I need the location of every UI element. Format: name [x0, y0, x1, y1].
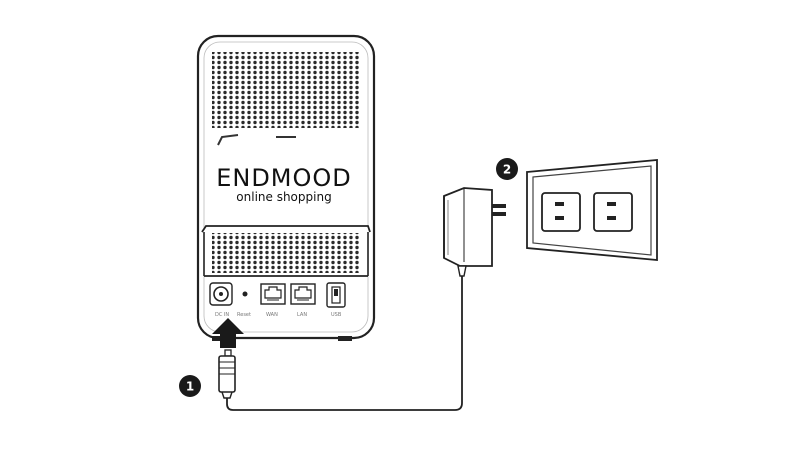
- lan-port: [290, 283, 316, 305]
- power-adapter-icon: [443, 187, 506, 277]
- wan-port: [260, 283, 286, 305]
- outlet-socket: [541, 192, 581, 232]
- bottom-vent: [212, 233, 359, 273]
- dc-plug-icon: [218, 349, 236, 399]
- step-1-badge: 1: [179, 375, 201, 397]
- port-label-reset: Reset: [237, 312, 251, 318]
- reset-button: [242, 291, 248, 297]
- svg-text:1: 1: [186, 380, 194, 394]
- outlet-socket: [593, 192, 633, 232]
- port-label-usb: USB: [331, 312, 342, 318]
- insert-arrow-icon: [212, 318, 244, 348]
- svg-text:2: 2: [503, 163, 511, 177]
- back-panel-edge: [201, 225, 371, 233]
- brand-tagline: online shopping: [236, 190, 331, 204]
- step-2-badge: 2: [496, 158, 518, 180]
- dc-in-port: [209, 282, 233, 306]
- brand-name: ENDMOOD: [216, 164, 352, 192]
- wall-outlet-icon: [526, 159, 658, 261]
- router-icon: DC IN Reset WAN LAN USB ENDMOOD online s…: [196, 34, 376, 341]
- power-cable: [226, 272, 463, 411]
- port-label-wan: WAN: [266, 312, 278, 318]
- port-label-lan: LAN: [297, 312, 307, 318]
- usb-port: [326, 282, 346, 308]
- port-label-dc-in: DC IN: [215, 312, 229, 318]
- led-indicator: [217, 134, 239, 146]
- top-vent: [212, 52, 359, 128]
